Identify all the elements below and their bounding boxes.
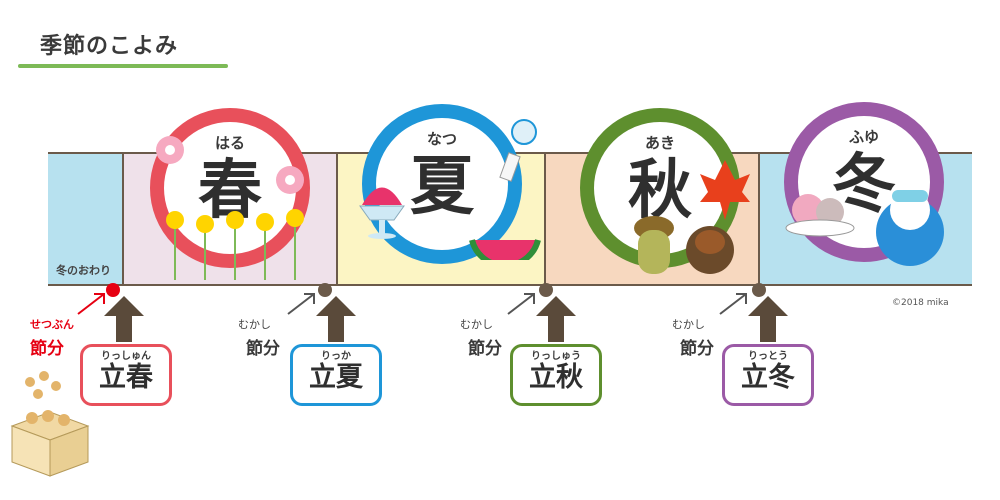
maple-leaf-icon <box>700 160 750 220</box>
marker-rittou: りっとう 立冬 <box>722 344 814 406</box>
marker-reading: りっしゅう <box>531 351 581 362</box>
spring-illustration <box>156 136 304 280</box>
season-reading: はる <box>214 134 245 152</box>
arrow-up-icon <box>748 296 788 342</box>
acorn-icon <box>634 216 674 274</box>
band-divider <box>336 152 338 286</box>
season-reading: なつ <box>426 130 457 148</box>
marker-label: 立春 <box>99 362 153 393</box>
beans-icon <box>25 371 61 399</box>
old-setsubun-label: 節分 <box>680 339 714 359</box>
timeline-dot <box>752 283 766 297</box>
sakura-flower-icon <box>276 166 304 194</box>
setsubun-dot <box>106 283 120 297</box>
marker-label: 立秋 <box>529 362 583 393</box>
season-reading: ふゆ <box>848 128 879 146</box>
season-kanji: 春 <box>198 154 262 228</box>
old-setsubun-reading: むかし <box>460 318 493 331</box>
timeline-dot <box>539 283 553 297</box>
rapeseed-flowers-icon <box>166 209 304 280</box>
bean-box-illustration <box>10 371 90 477</box>
pointer-arrow-icon <box>507 293 535 315</box>
arrow-up-icon <box>316 296 356 342</box>
marker-reading: りっしゅん <box>101 351 151 362</box>
masu-box-icon <box>10 410 90 477</box>
setsubun-reading: せつぶん <box>30 318 74 331</box>
marker-risshun: りっしゅん 立春 <box>80 344 172 406</box>
setsubun-label: 節分 <box>30 339 64 359</box>
chestnut-icon <box>686 226 734 274</box>
snowman-icon <box>876 190 944 266</box>
copyright: ©2018 mika <box>892 298 949 308</box>
band-winter-end <box>48 152 124 286</box>
shaved-ice-icon <box>359 187 405 239</box>
winter-end-label: 冬のおわり <box>56 264 111 277</box>
marker-rikka: りっか 立夏 <box>290 344 382 406</box>
marker-risshuu: りっしゅう 立秋 <box>510 344 602 406</box>
marker-reading: りっか <box>321 351 351 362</box>
marker-label: 立冬 <box>741 362 795 393</box>
autumn-illustration <box>634 160 750 274</box>
page-title: 季節のこよみ <box>40 34 179 59</box>
timeline-dot <box>318 283 332 297</box>
old-setsubun-reading: むかし <box>672 318 705 331</box>
title-underline <box>18 64 228 68</box>
season-reading: あき <box>644 134 675 152</box>
arrow-up-icon <box>536 296 576 342</box>
season-kanji: 夏 <box>410 150 474 224</box>
band-divider <box>122 152 124 286</box>
season-kanji: 秋 <box>628 154 692 228</box>
pointer-arrow-icon <box>287 293 315 315</box>
marker-reading: りっとう <box>748 351 788 362</box>
old-setsubun-label: 節分 <box>468 339 502 359</box>
wind-chime-icon <box>499 119 537 182</box>
marker-label: 立夏 <box>309 362 363 393</box>
winter-illustration <box>785 190 944 266</box>
pointer-arrow-icon <box>77 293 105 315</box>
yarn-ball-icon <box>785 194 855 237</box>
sakura-flower-icon <box>156 136 184 164</box>
summer-illustration <box>359 119 541 260</box>
watermelon-icon <box>469 239 541 260</box>
old-setsubun-label: 節分 <box>246 339 280 359</box>
band-divider <box>758 152 760 286</box>
arrow-up-icon <box>104 296 144 342</box>
pointer-arrow-icon <box>719 293 747 315</box>
band-divider <box>544 152 546 286</box>
old-setsubun-reading: むかし <box>238 318 271 331</box>
